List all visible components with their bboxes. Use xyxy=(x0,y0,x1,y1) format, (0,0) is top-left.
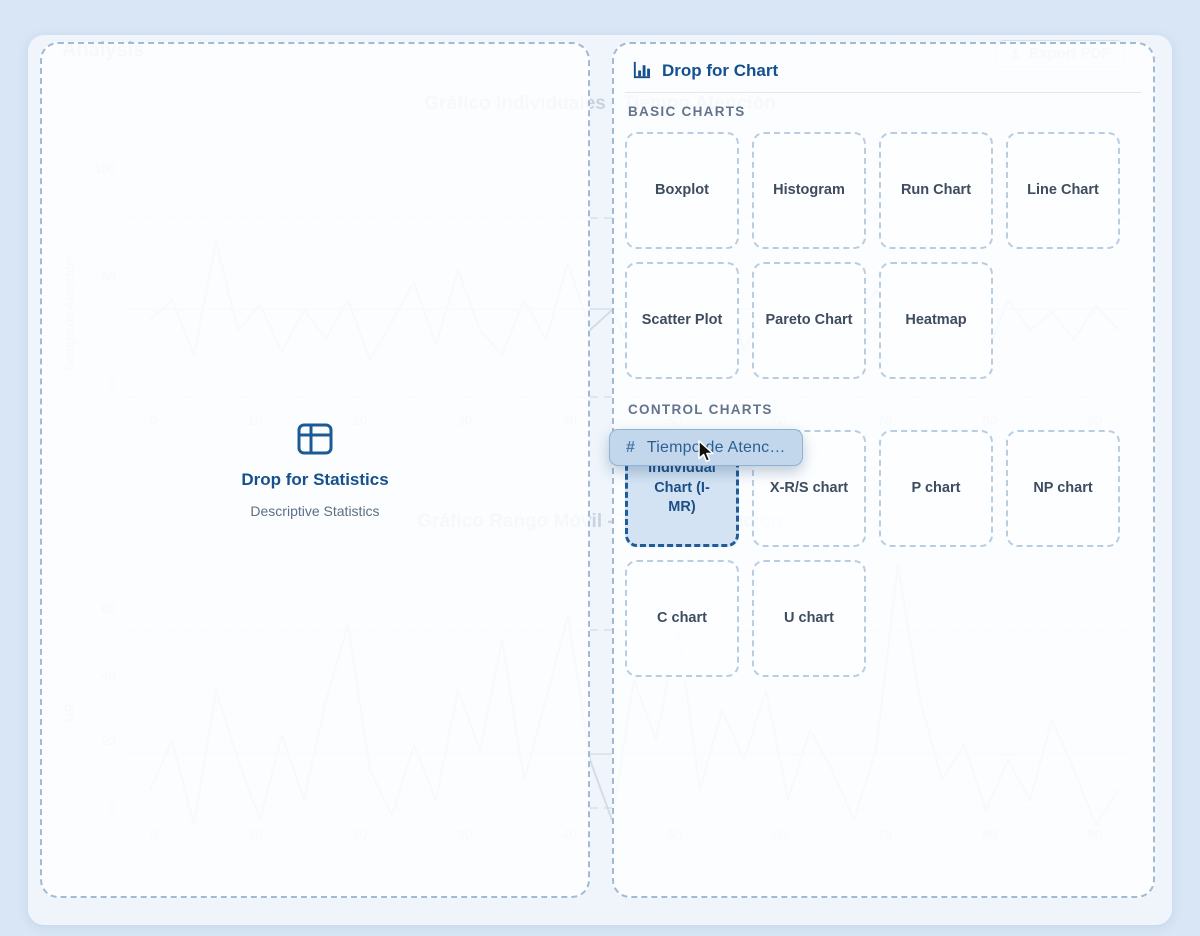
chart-card-xrs-chart[interactable]: X-R/S chart xyxy=(752,430,866,547)
card-label: Histogram xyxy=(773,181,845,198)
chart-drop-header: Drop for Chart xyxy=(625,60,1141,93)
chart-card-heatmap[interactable]: Heatmap xyxy=(879,262,993,379)
card-label: Heatmap xyxy=(905,311,967,328)
dragged-variable-chip[interactable]: # Tiempo de Atenc… xyxy=(609,429,803,466)
chart-card-boxplot[interactable]: Boxplot xyxy=(625,132,739,249)
chart-card-histogram[interactable]: Histogram xyxy=(752,132,866,249)
statistics-drop-content: Drop for Statistics Descriptive Statisti… xyxy=(241,422,389,519)
control-charts-grid: Individual Chart (I-MR) X-R/S chart P ch… xyxy=(625,430,1143,677)
chart-card-scatter-plot[interactable]: Scatter Plot xyxy=(625,262,739,379)
bar-chart-icon xyxy=(633,61,651,79)
card-label: X-R/S chart xyxy=(769,479,849,496)
card-label: P chart xyxy=(911,479,961,496)
dragged-variable-label: Tiempo de Atenc… xyxy=(646,438,786,456)
chart-card-u-chart[interactable]: U chart xyxy=(752,560,866,677)
chart-card-p-chart[interactable]: P chart xyxy=(879,430,993,547)
section-label-basic-charts: BASIC CHARTS xyxy=(628,104,746,119)
chart-card-pareto-chart[interactable]: Pareto Chart xyxy=(752,262,866,379)
card-label: Boxplot xyxy=(655,181,709,198)
hash-icon: # xyxy=(626,438,635,456)
chart-card-run-chart[interactable]: Run Chart xyxy=(879,132,993,249)
table-icon xyxy=(297,423,333,454)
statistics-drop-subtitle: Descriptive Statistics xyxy=(250,502,380,519)
section-label-control-charts: CONTROL CHARTS xyxy=(628,402,773,417)
card-label: C chart xyxy=(657,609,707,626)
card-label: Line Chart xyxy=(1027,181,1099,198)
statistics-drop-title: Drop for Statistics xyxy=(241,469,389,489)
card-label: Run Chart xyxy=(900,181,972,198)
card-label: Individual Chart (I-MR) xyxy=(648,460,716,516)
chart-drop-zone[interactable]: Drop for Chart BASIC CHARTS Boxplot Hist… xyxy=(612,42,1155,898)
chart-drop-title: Drop for Chart xyxy=(662,60,779,80)
card-label: Scatter Plot xyxy=(641,311,723,328)
card-label: U chart xyxy=(784,609,834,626)
card-label: Pareto Chart xyxy=(765,311,853,328)
statistics-drop-zone[interactable]: Drop for Statistics Descriptive Statisti… xyxy=(40,42,590,898)
card-label: NP chart xyxy=(1033,479,1093,496)
chart-card-np-chart[interactable]: NP chart xyxy=(1006,430,1120,547)
chart-card-line-chart[interactable]: Line Chart xyxy=(1006,132,1120,249)
basic-charts-grid: Boxplot Histogram Run Chart Line Chart S… xyxy=(625,132,1143,379)
chart-card-c-chart[interactable]: C chart xyxy=(625,560,739,677)
